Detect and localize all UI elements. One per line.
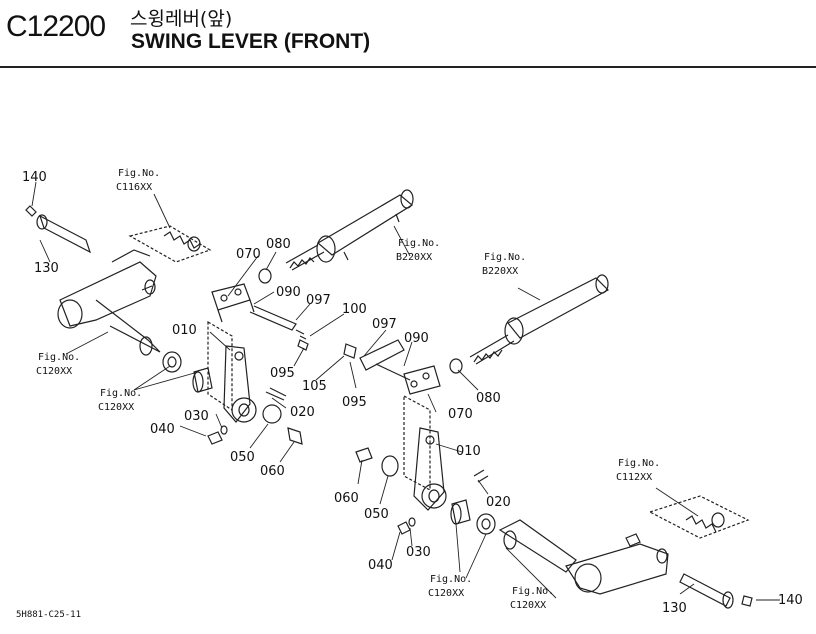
diagram-title-korean: 스윙레버(앞) (130, 8, 233, 30)
hydraulic-cylinder-upper (285, 189, 414, 271)
part-label: 070 (448, 407, 473, 422)
part-label: 080 (476, 391, 501, 406)
figref-code: C116XX (116, 182, 152, 193)
swing-lever-arm-lower (498, 495, 753, 609)
figref-code: C120XX (510, 600, 546, 611)
figref-code: C120XX (428, 588, 464, 599)
part-number-labels: 140 130 070 080 090 097 010 100 095 105 … (22, 170, 803, 616)
figref-code: C120XX (98, 402, 134, 413)
part-label: 060 (334, 491, 359, 506)
figref-label: Fig.No. (430, 574, 472, 585)
figref-code: B220XX (482, 266, 518, 277)
part-label: 090 (404, 331, 429, 346)
part-label: 040 (368, 558, 393, 573)
part-label: 010 (456, 444, 481, 459)
figref-code: C120XX (36, 366, 72, 377)
figref-label: Fig.No. (100, 388, 142, 399)
part-label: 130 (34, 261, 59, 276)
part-label: 050 (364, 507, 389, 522)
figref-label: Fig.No. (38, 352, 80, 363)
part-label: 040 (150, 422, 175, 437)
part-label: 090 (276, 285, 301, 300)
figref-code: C112XX (616, 472, 652, 483)
footer-reference-code: 5H881-C25-11 (16, 610, 82, 620)
part-label: 060 (260, 464, 285, 479)
part-label: 030 (406, 545, 431, 560)
part-label: 100 (342, 302, 367, 317)
part-label: 050 (230, 450, 255, 465)
part-label: 070 (236, 247, 261, 262)
swing-lever-arm-upper (25, 205, 212, 356)
part-label: 030 (184, 409, 209, 424)
part-label: 010 (172, 323, 197, 338)
bracket-and-lever-lower (355, 427, 489, 535)
leader-lines (31, 181, 780, 601)
figref-label: Fig.No. (484, 252, 526, 263)
bracket-and-lever-upper (207, 268, 307, 445)
part-label: 080 (266, 237, 291, 252)
part-label: 130 (662, 601, 687, 616)
part-label: 095 (270, 366, 295, 381)
part-label: 097 (372, 317, 397, 332)
figref-label: Fig.No. (118, 168, 160, 179)
part-label: 105 (302, 379, 327, 394)
part-label: 140 (778, 593, 803, 608)
header-divider (0, 66, 816, 68)
part-label: 095 (342, 395, 367, 410)
part-label: 020 (290, 405, 315, 420)
figref-label: Fig.No. (618, 458, 660, 469)
figref-label: Fig.No. (512, 586, 554, 597)
figref-code: B220XX (396, 252, 432, 263)
part-label: 140 (22, 170, 47, 185)
hydraulic-cylinder-lower (469, 274, 609, 365)
figref-label: Fig.No. (398, 238, 440, 249)
part-label: 020 (486, 495, 511, 510)
link-parts-middle (297, 339, 463, 492)
diagram-code: C12200 (6, 10, 106, 43)
diagram-title-english: SWING LEVER (FRONT) (131, 30, 371, 53)
part-label: 097 (306, 293, 331, 308)
figure-reference-labels: Fig.No. C116XX Fig.No. B220XX Fig.No. B2… (36, 168, 660, 611)
bushing-set-upper (162, 351, 213, 393)
